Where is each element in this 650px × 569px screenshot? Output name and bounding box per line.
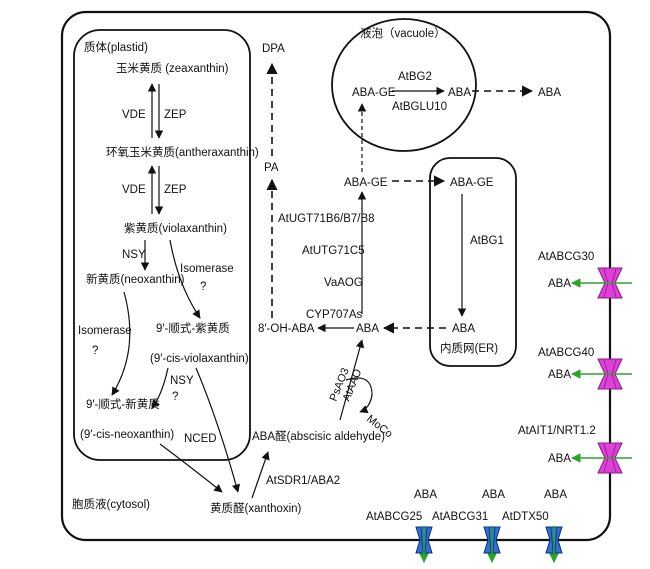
cis-neoxanthin-cn: 9′-顺式-新黄质 — [86, 397, 160, 411]
ait1-label: AtAIT1/NRT1.2 — [518, 425, 596, 437]
abcg31-aba: ABA — [482, 489, 505, 501]
dtx50-aba: ABA — [544, 489, 567, 501]
atugt71b6-label: AtUGT71B6/B7/B8 — [278, 213, 375, 225]
isomerase-arrow-1 — [169, 239, 201, 319]
plastid-label: 质体(plastid) — [84, 40, 148, 54]
abcg40-label: AtABCG40 — [538, 347, 594, 359]
zep-label-2: ZEP — [164, 184, 187, 196]
violaxanthin-node: 紫黄质(violaxanthin) — [124, 221, 227, 235]
vacuole-label: 液泡（vacuole） — [360, 26, 446, 40]
dpa-node: DPA — [262, 43, 285, 55]
aao-arrow — [339, 339, 365, 421]
dtx50-transporter: ABA AtDTX50 — [502, 489, 567, 563]
isomerase-q-2: ? — [92, 345, 98, 357]
dtx50-label: AtDTX50 — [502, 511, 549, 523]
abcg31-label: AtABCG31 — [432, 511, 488, 523]
nsy-label-2: NSY — [170, 375, 194, 387]
er-compartment — [429, 157, 517, 367]
atbg1-label: AtBG1 — [470, 235, 504, 247]
atutg71c5-label: AtUTG71C5 — [302, 245, 365, 257]
cis-violaxanthin-cn: 9′-顺式-紫黄质 — [156, 321, 230, 335]
aba-vacuole-node: ABA — [448, 87, 471, 99]
abcg31-transporter: ABA AtABCG31 — [432, 489, 505, 563]
aba-ge-er-node: ABA-GE — [450, 177, 494, 189]
atbglu10-label: AtBGLU10 — [392, 101, 447, 113]
aba-er-node: ABA — [452, 323, 475, 335]
cis-neoxanthin-en: (9′-cis-neoxanthin) — [80, 429, 174, 441]
pa-node: PA — [264, 162, 279, 174]
antheraxanthin-node: 环氧玉米黄质(antheraxanthin) — [106, 145, 259, 159]
isomerase-arrow-2 — [111, 291, 131, 396]
aba-central-node: ABA — [356, 323, 379, 335]
abscisic-aldehyde-node: ABA醛(abscisic aldehyde) — [252, 429, 385, 443]
cis-violaxanthin-en: (9′-cis-violaxanthin) — [150, 353, 249, 365]
plastid-compartment — [73, 29, 251, 461]
atsdr1-label: AtSDR1/ABA2 — [266, 475, 340, 487]
atbg2-label: AtBG2 — [398, 71, 432, 83]
isomerase-label-2: Isomerase — [78, 325, 132, 337]
zeaxanthin-node: 玉米黄质 (zeaxanthin) — [116, 61, 229, 75]
vacuole-compartment — [331, 18, 477, 152]
abcg30-transporter: AtABCG30 ABA — [538, 251, 632, 299]
nsy-label-1: NSY — [122, 249, 146, 261]
vde-label-1: VDE — [122, 109, 146, 121]
aba-ge-vacuole-node: ABA-GE — [352, 87, 396, 99]
nsy-arrow-2 — [151, 367, 169, 409]
abcg30-label: AtABCG30 — [538, 251, 594, 263]
oh-aba-node: 8′-OH-ABA — [258, 323, 315, 335]
abcg30-aba: ABA — [548, 278, 571, 290]
isomerase-label-1: Isomerase — [180, 263, 234, 275]
zep-label-1: ZEP — [164, 109, 187, 121]
abcg25-label: AtABCG25 — [366, 511, 422, 523]
isomerase-q-1: ? — [200, 281, 206, 293]
nced-arrow-from-neoxanthin — [159, 443, 223, 493]
er-label: 内质网(ER) — [440, 341, 498, 355]
ait1-transporter: AtAIT1/NRT1.2 ABA — [518, 425, 632, 474]
aba-ge-cytosol-node: ABA-GE — [344, 177, 388, 189]
cytosol-label: 胞质液(cytosol) — [72, 497, 150, 511]
cyp707-label: CYP707As — [306, 309, 363, 321]
vaaog-label: VaAOG — [324, 277, 363, 289]
abcg40-aba: ABA — [548, 369, 571, 381]
nced-arrow-from-violaxanthin — [195, 367, 241, 493]
nsy-q-2: ? — [172, 391, 178, 403]
atsdr1-arrow — [251, 451, 270, 499]
ait1-aba: ABA — [548, 453, 571, 465]
nced-label: NCED — [184, 433, 217, 445]
xanthoxin-node: 黄质醛(xanthoxin) — [210, 501, 302, 515]
neoxanthin-node: 新黄质(neoxanthin) — [86, 272, 185, 286]
abcg25-transporter: ABA AtABCG25 — [366, 489, 437, 563]
abcg25-aba: ABA — [414, 489, 437, 501]
aba-cytosol-right-node: ABA — [538, 87, 561, 99]
abcg40-transporter: AtABCG40 ABA — [538, 347, 632, 390]
vde-label-2: VDE — [122, 184, 146, 196]
moco-cofactor-arrow — [345, 377, 373, 414]
